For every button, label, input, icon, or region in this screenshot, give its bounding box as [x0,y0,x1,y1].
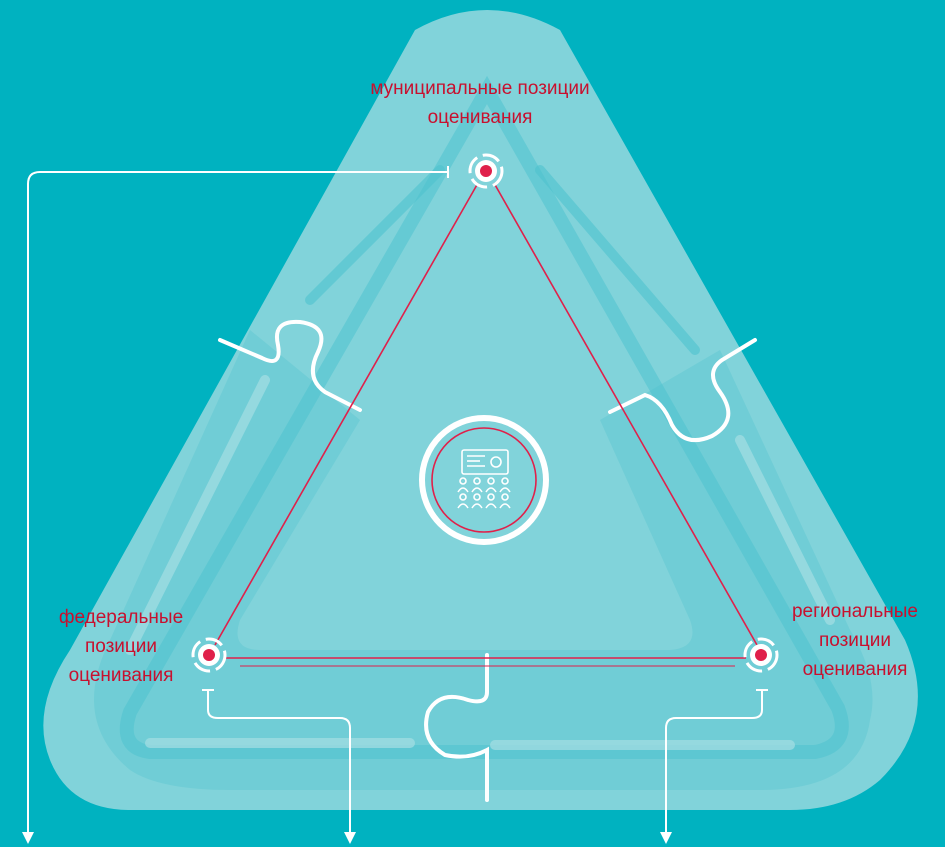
node-municipal [468,153,504,189]
center-outer-ring [419,415,549,545]
line-municipal-regional [493,182,758,646]
arrow-down-icon [344,832,356,844]
target-node-icon [468,153,504,189]
target-node-icon [191,637,227,673]
node-dot [755,649,767,661]
label-federal-line1: федеральные [58,607,184,628]
connection-lines [214,182,758,659]
band-inner-shade [119,75,849,759]
label-regional-line3: оценивания [802,659,908,680]
label-municipal: муниципальные позиции оценивания [330,74,630,132]
arrow-federal [207,690,351,835]
band-highlight-top-left [305,165,445,305]
node-regional [743,637,779,673]
label-federal: федеральные позиции оценивания [26,603,216,690]
arrow-regional [665,690,763,835]
band-highlight-left [125,375,270,655]
arrow-down-icon [22,832,34,844]
center-badge [419,415,549,545]
node-dot [203,649,215,661]
label-regional: региональные позиции оценивания [766,597,944,684]
puzzle-seam-right [608,338,757,443]
arrow-down-icon [660,832,672,844]
label-federal-line2: позиции [84,636,158,657]
label-regional-line1: региональные [791,601,918,622]
arrow-municipal [27,171,448,835]
puzzle-seam-bottom [424,653,489,802]
target-node-icon [743,637,779,673]
label-municipal-line1: муниципальные позиции [370,78,590,99]
center-red-ring [431,427,537,533]
puzzle-seam-left [218,319,362,412]
band-highlight-top-right [535,165,700,355]
label-regional-line2: позиции [818,630,892,651]
arrowheads [22,832,672,844]
node-federal [191,637,227,673]
audience-presentation-icon [457,449,511,509]
band-highlight-right [735,435,835,625]
band-lower-shade [94,330,873,790]
band-outer [43,10,918,810]
line-municipal-federal [214,182,479,646]
label-municipal-line2: оценивания [427,107,533,128]
flow-arrows [27,166,768,835]
node-dot [480,165,492,177]
label-federal-line3: оценивания [68,665,174,686]
triangle-band [43,10,918,810]
puzzle-seams [218,319,757,802]
